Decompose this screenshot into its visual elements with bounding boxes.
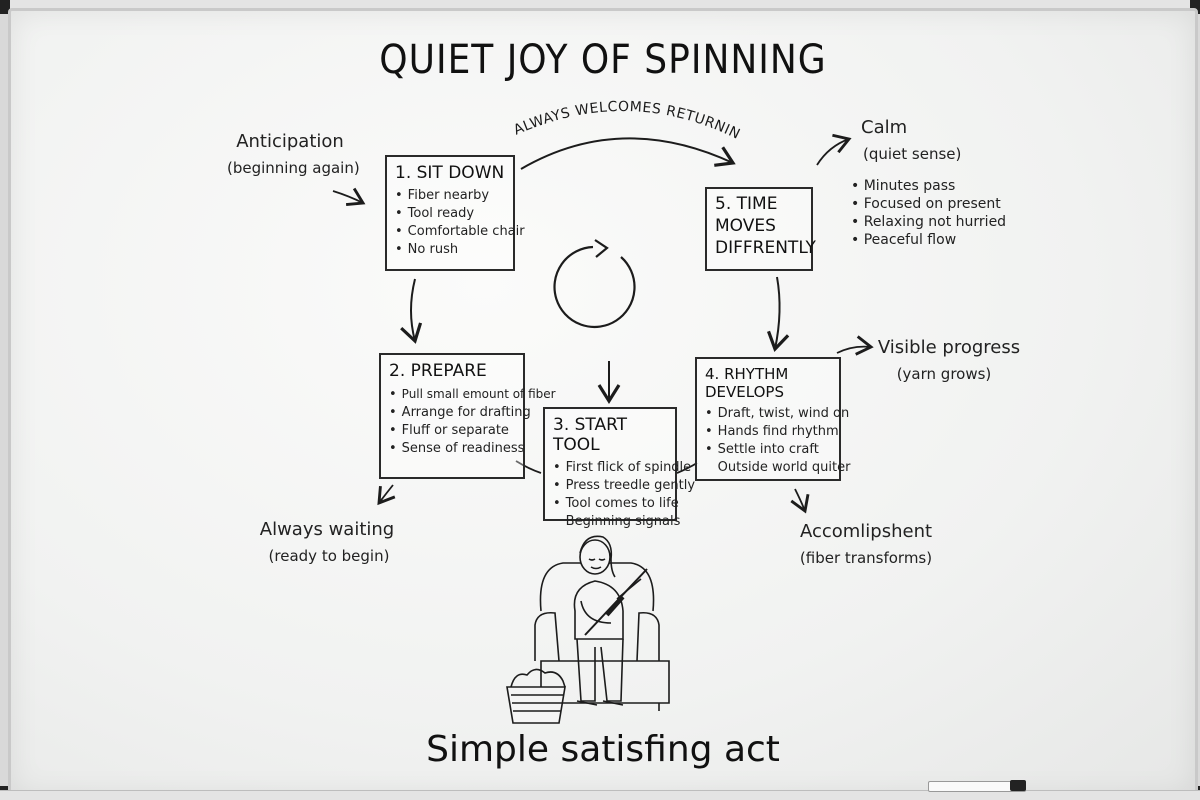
whiteboard: QUIET JOY OF SPINNING ALWAYS WELCOMES RE… [8, 8, 1198, 798]
calm-item: • Minutes pass [851, 178, 956, 194]
connector-2-3 [515, 460, 542, 474]
step-item: •Tool comes to life [553, 496, 679, 511]
step-item: •Settle into craft [705, 442, 819, 457]
step-item-text: Draft, twist, wind on [717, 406, 850, 421]
arrow-visible-progress [836, 335, 874, 356]
cycle-icon [553, 245, 636, 329]
arrow-anticipation [332, 187, 366, 207]
step-item: •Fiber nearby [395, 188, 490, 203]
step-item: •First flick of spindle [553, 460, 692, 475]
step-heading: 4. RHYTHM DEVELOPS [705, 365, 789, 401]
step-heading: 1. SIT DOWN [395, 163, 505, 183]
step-2-box: 2. PREPARE •Pull small emount of fiber •… [379, 353, 556, 479]
step-4-box: 4. RHYTHM DEVELOPS •Draft, twist, wind o… [695, 357, 851, 481]
accomplishment-title: Accomlipshent [799, 521, 933, 542]
visible-progress-title: Visible progress [877, 337, 1021, 358]
arrow-calm [816, 133, 852, 166]
page-title: QUIET JOY OF SPINNING [379, 37, 827, 83]
calm-item-text: Peaceful flow [863, 232, 957, 248]
visible-progress-sub: (yarn grows) [896, 365, 992, 383]
step-item: •No rush [395, 242, 459, 257]
step-item: •Hands find rhythm [705, 424, 839, 439]
cycle-arrowhead [594, 239, 609, 258]
calm-item: • Peaceful flow [851, 232, 957, 248]
step-item: •Fluff or separate [389, 423, 509, 438]
accomplishment-sub: (fiber transforms) [799, 549, 933, 567]
calm-item-text: Focused on present [863, 196, 1001, 212]
calm-item: • Relaxing not hurried [851, 214, 1007, 230]
step-item-text: Arrange for drafting [401, 405, 531, 420]
always-waiting-title: Always waiting [259, 519, 395, 540]
arrow-5-to-4 [767, 276, 790, 352]
anticipation-sub: (beginning again) [227, 159, 360, 177]
step-item-text: Beginning signals [565, 514, 681, 529]
step-item: •Comfortable chair [395, 224, 525, 239]
step-item: •Outside world quiter [705, 459, 851, 477]
step-item-text: Tool comes to life [565, 496, 679, 511]
step-item-text: Tool ready [407, 206, 475, 221]
whiteboard-frame-bottom [0, 790, 1200, 800]
step-item-text: Fluff or separate [401, 423, 509, 438]
frame-corner [0, 0, 10, 14]
calm-list: • Minutes pass • Focused on present • Re… [851, 177, 1006, 249]
step-item-text: Fiber nearby [407, 188, 490, 203]
frame-corner [1190, 0, 1200, 14]
step-heading-line: DIFFRENTLY [715, 238, 816, 258]
step-heading-line: 5. TIME [715, 194, 778, 214]
step-item-text: Press treedle gently [565, 478, 696, 493]
step-1-box: 1. SIT DOWN •Fiber nearby •Tool ready •C… [385, 155, 525, 271]
step-heading-line: MOVES [715, 216, 776, 236]
arrow-always-waiting [377, 484, 396, 506]
step-item-text: Outside world quiter [717, 460, 851, 475]
arrow-1-to-2 [400, 278, 423, 344]
calm-item: • Focused on present [851, 196, 1001, 212]
step-item-text: Sense of readiness [401, 441, 525, 456]
step-item: •Pull small emount of fiber [389, 387, 556, 402]
step-heading: 3. START TOOL [553, 415, 628, 455]
marker-cap [1010, 780, 1026, 791]
step-item-text: Pull small emount of fiber [401, 387, 556, 401]
arrow-accomplishment [790, 488, 810, 514]
step-item: •Arrange for drafting [389, 405, 531, 420]
step-item-text: First flick of spindle [565, 460, 692, 475]
step-3-box: 3. START TOOL •First flick of spindle •P… [543, 407, 696, 529]
calm-item-text: Minutes pass [863, 178, 956, 194]
step-item: •Press treedle gently [553, 478, 696, 493]
step-item: •Draft, twist, wind on [705, 406, 850, 421]
step-item-text: Comfortable chair [407, 224, 525, 239]
step-item-text: Hands find rhythm [717, 424, 839, 439]
bottom-caption: Simple satisfing act [426, 729, 780, 770]
arc-label: ALWAYS WELCOMES RETURNING [11, 11, 743, 143]
calm-item-text: Relaxing not hurried [863, 214, 1007, 230]
anticipation-title: Anticipation [236, 131, 344, 152]
step-heading: 2. PREPARE [389, 361, 487, 381]
step-item: •Tool ready [395, 206, 475, 221]
step-item: •Sense of readiness [389, 441, 525, 456]
always-waiting-sub: (ready to begin) [268, 547, 390, 565]
calm-sub: (quiet sense) [863, 145, 962, 163]
diagram-lines: ALWAYS WELCOMES RETURNING [11, 11, 874, 724]
step-5-box: 5. TIME MOVES DIFFRENTLY [705, 187, 816, 271]
calm-title: Calm [861, 117, 908, 138]
step-item-text: Settle into craft [717, 442, 819, 457]
step-item: •Beginning signals [553, 513, 681, 531]
arc-arrow [520, 137, 736, 170]
spinner-illustration [506, 535, 670, 724]
step-item-text: No rush [407, 242, 459, 257]
